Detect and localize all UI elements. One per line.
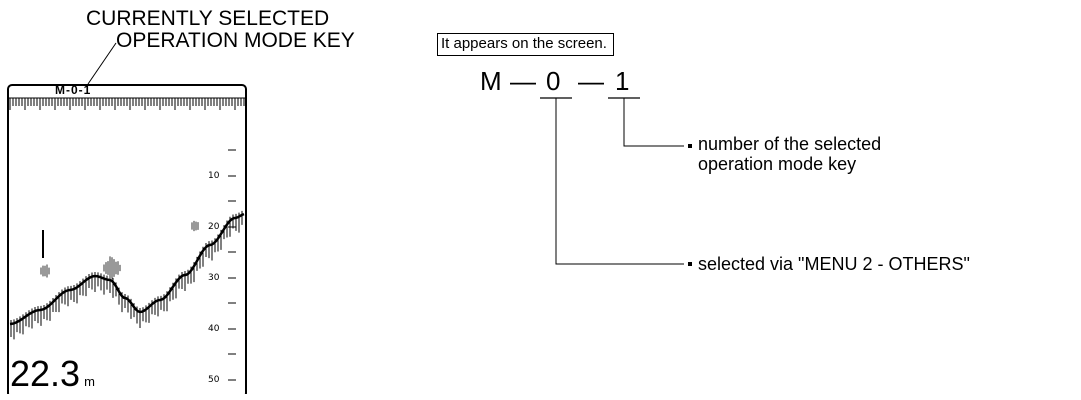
digit2-bullet — [688, 144, 692, 148]
seabed-line — [9, 212, 245, 326]
screen-note: It appears on the screen. — [437, 33, 614, 56]
fish-echoes — [40, 220, 199, 280]
code-dash2: — — [578, 66, 604, 96]
annotation-digit1: selected via "MENU 2 - OTHERS" — [698, 254, 970, 274]
scale-label-50: 50 — [208, 375, 220, 385]
code-m: M — [480, 66, 502, 96]
seabed-echo — [9, 210, 245, 340]
screen-frame — [7, 84, 247, 394]
depth-value: 22.3 — [10, 353, 81, 394]
screen-mode-code: M-0-1 — [55, 83, 92, 97]
digit2-leader — [623, 98, 684, 147]
code-digit1: 0 — [546, 66, 561, 96]
depth-scale — [228, 149, 236, 381]
scale-label-10: 10 — [208, 171, 220, 181]
digit1-leader — [555, 98, 684, 265]
scale-label-20: 20 — [208, 222, 220, 232]
callout-line2: OPERATION MODE KEY — [116, 29, 355, 52]
code-dash1: — — [510, 66, 536, 96]
depth-unit: m — [84, 374, 95, 389]
callout-line1: CURRENTLY SELECTED — [86, 7, 330, 30]
scale-label-30: 30 — [208, 273, 220, 283]
callout-leader-line — [87, 42, 117, 85]
annotation-digit2-line1: number of the selected — [698, 134, 882, 154]
scale-label-40: 40 — [208, 324, 220, 334]
annotation-digit2-line2: operation mode key — [698, 154, 857, 174]
top-tick-ruler — [9, 97, 245, 110]
digit1-bullet — [688, 262, 692, 266]
code-digit2: 1 — [615, 66, 630, 96]
